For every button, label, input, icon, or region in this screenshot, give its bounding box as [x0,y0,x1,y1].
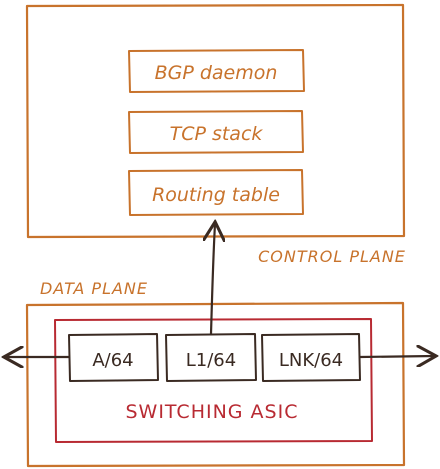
right-arrow-out [359,356,434,357]
control-plane-box [25,3,406,239]
up-arrow-to-routing-table [211,224,215,335]
bgp-daemon-box: BGP daemon [128,49,305,93]
tcp-stack-outline [128,110,304,154]
routing-table-outline [128,169,304,216]
switching-asic: SWITCHING ASIC [54,318,373,443]
switching-asic-label: SWITCHING ASIC [125,401,298,423]
port-l1-box [165,333,257,382]
bgp-daemon-label: BGP daemon [155,62,278,84]
port-a: A/64 [68,333,159,382]
port-lnk-box [261,333,361,382]
data-plane-label: DATA PLANE [40,279,148,298]
routing-table-box: Routing table [128,169,304,216]
data-plane-box [25,301,406,468]
tcp-stack-label: TCP stack [170,123,264,145]
control-plane: BGP daemon TCP stack Routing table [25,3,406,239]
port-l1-label: L1/64 [186,350,236,371]
port-l1: L1/64 [165,333,257,382]
bgp-daemon-outline [128,49,305,93]
port-a-label: A/64 [92,350,133,371]
routing-table-label: Routing table [152,184,280,206]
port-a-box [68,333,159,382]
port-lnk: LNK/64 [261,333,361,382]
tcp-stack-box: TCP stack [128,110,304,154]
control-plane-label: CONTROL PLANE [258,247,406,266]
port-lnk-label: LNK/64 [279,350,343,371]
switching-asic-box [54,318,373,443]
